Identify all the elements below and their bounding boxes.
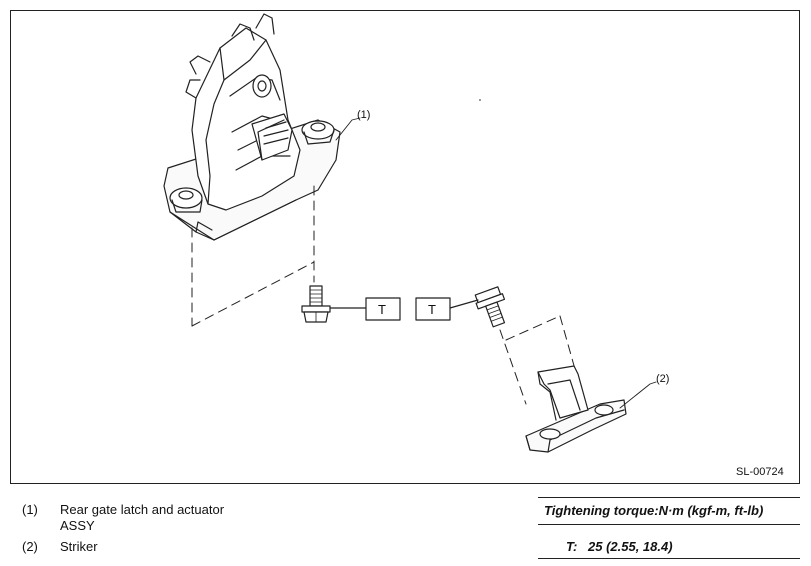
callout-latch: (1) [357, 109, 371, 121]
latch-actuator-part [163, 13, 341, 241]
torque-table-bottom-rule [538, 558, 800, 559]
torque-table-header: Tightening torque:N·m (kgf-m, ft-lb) [544, 503, 764, 518]
diagram-frame [10, 10, 800, 484]
legend-label-1: Rear gate latch and actuator [60, 502, 225, 517]
legend-label-2: Striker [60, 539, 98, 554]
torque-row-value: 25 (2.55, 18.4) [588, 539, 673, 554]
torque-box-right-label: T [428, 302, 436, 317]
torque-box-left [365, 297, 401, 321]
bolt-right [474, 286, 506, 328]
latch-alignment-lines [191, 185, 315, 327]
torque-table-top-rule [538, 497, 800, 498]
torque-box-right [415, 297, 451, 321]
torque-box-left-label: T [378, 302, 386, 317]
torque-row-label: T: [566, 539, 578, 554]
legend-num-1: (1) [22, 502, 38, 517]
leader-torque-right [449, 299, 479, 309]
figure-code: SL-00724 [736, 466, 784, 478]
legend-label-1-cont: ASSY [60, 518, 95, 533]
torque-table-mid-rule [538, 524, 800, 525]
bolt-left [301, 285, 331, 323]
callout-leader-striker [619, 381, 657, 409]
callout-striker: (2) [656, 373, 670, 385]
legend-num-2: (2) [22, 539, 38, 554]
striker-part [525, 365, 627, 453]
callout-leader-latch [335, 117, 361, 141]
